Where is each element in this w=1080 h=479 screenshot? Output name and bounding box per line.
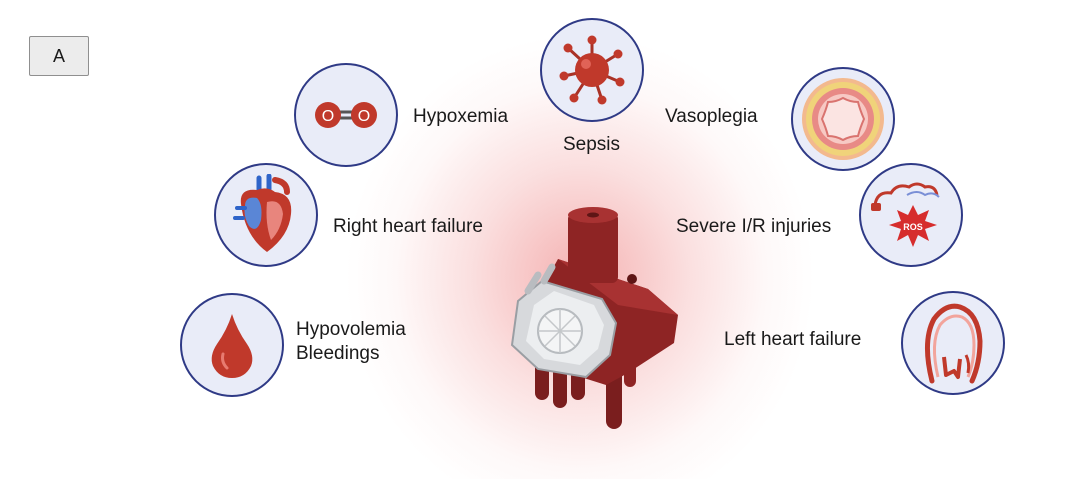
panel-label: A xyxy=(29,36,89,76)
severe-ir-injuries-label: Severe I/R injuries xyxy=(676,216,832,237)
left-ventricle-icon xyxy=(924,303,983,384)
bleedings-label: Bleedings xyxy=(296,343,380,364)
right-heart-failure-label: Right heart failure xyxy=(333,216,483,237)
blood-drop-icon xyxy=(211,314,253,378)
heart-icon xyxy=(233,174,292,252)
oxygen-atom-left: O xyxy=(322,108,334,125)
ros-icon: ROS xyxy=(871,182,940,247)
hypoxemia-circle: O O xyxy=(294,63,398,167)
severe-ir-injuries-circle: ROS xyxy=(859,163,963,267)
oxygen-molecule-icon: O O xyxy=(315,102,377,128)
vasoplegia-circle xyxy=(791,67,895,171)
left-heart-failure-label: Left heart failure xyxy=(724,329,862,350)
oxygen-atom-right: O xyxy=(358,108,370,125)
vasoplegia-label: Vasoplegia xyxy=(665,106,758,127)
ecmo-pump-icon xyxy=(510,207,678,429)
blood-vessel-icon xyxy=(802,78,884,160)
left-heart-failure-circle xyxy=(901,291,1005,395)
pathogen-icon xyxy=(559,35,625,105)
hypovolemia-label: Hypovolemia xyxy=(296,319,406,340)
hypoxemia-label: Hypoxemia xyxy=(413,106,509,127)
ros-text: ROS xyxy=(903,222,923,232)
sepsis-label: Sepsis xyxy=(563,134,621,155)
right-heart-failure-circle xyxy=(214,163,318,267)
sepsis-circle xyxy=(540,18,644,122)
hypovolemia-circle xyxy=(180,293,284,397)
